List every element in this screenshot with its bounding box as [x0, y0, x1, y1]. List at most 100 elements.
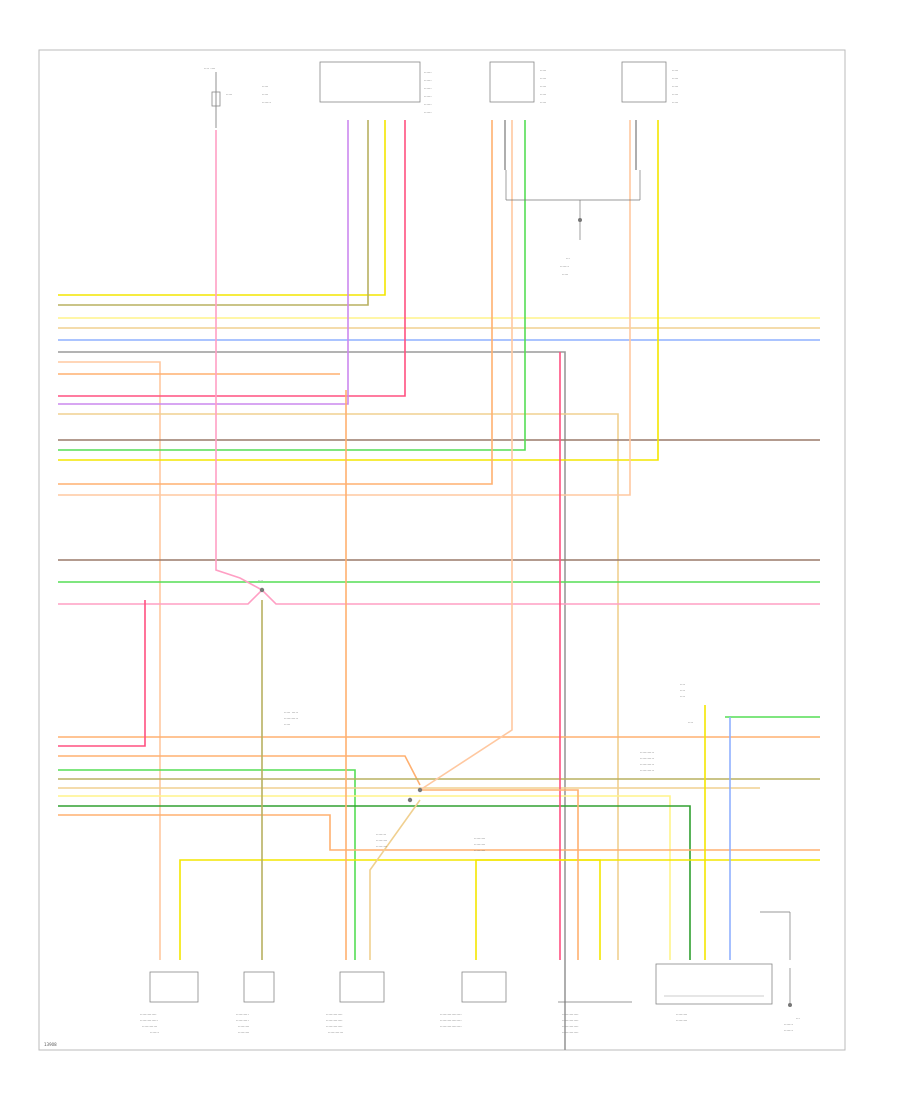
- splice-labels: ···· ····· ····· ··········· ····· ·····…: [258, 578, 693, 853]
- svg-text:·····: ·····: [540, 84, 546, 89]
- wire-gray-5: [58, 351, 566, 1050]
- svg-text:·········: ·········: [474, 836, 485, 841]
- svg-text:··········: ··········: [236, 1018, 249, 1023]
- svg-text:············: ············: [142, 1024, 157, 1029]
- svg-text:·····: ·····: [562, 272, 568, 277]
- right-injector-block: ····· ····· ····· ····· ·····: [621, 61, 678, 105]
- wire-orange-39: [420, 789, 579, 960]
- svg-text:·····: ·····: [262, 84, 268, 89]
- wire-red-21: [58, 600, 146, 747]
- svg-text:···: ···: [796, 1016, 800, 1021]
- svg-text:·············: ·············: [326, 1012, 343, 1017]
- svg-text:·····: ·····: [672, 68, 678, 73]
- svg-text:·····: ·····: [672, 92, 678, 97]
- svg-text:·······: ·······: [560, 264, 569, 269]
- top-connector-block: ······ ······ ······ ······ ······ ·····…: [319, 61, 432, 115]
- splice-dot-1: [417, 787, 423, 793]
- svg-text:···········: ···········: [284, 716, 298, 721]
- svg-text:·········: ·········: [376, 838, 387, 843]
- svg-text:·············: ·············: [562, 1030, 579, 1035]
- svg-text:····: ····: [258, 578, 263, 583]
- svg-text:·····: ·····: [540, 100, 546, 105]
- svg-text:·····: ·····: [226, 92, 232, 97]
- svg-text:·······: ·······: [784, 1028, 793, 1033]
- svg-text:·················: ·················: [440, 1012, 462, 1017]
- svg-text:·················: ·················: [440, 1024, 462, 1029]
- fuel-pump-module: ········· ·········: [655, 963, 773, 1023]
- svg-text:·············: ·············: [326, 1018, 343, 1023]
- svg-text:·········: ·········: [238, 1024, 249, 1029]
- wire-violet-9: [58, 120, 349, 405]
- svg-text:·····: ·····: [540, 76, 546, 81]
- svg-text:····: ····: [680, 688, 685, 693]
- svg-text:·····: ·····: [672, 84, 678, 89]
- svg-text:······: ······: [424, 86, 432, 91]
- svg-text:···········: ···········: [640, 768, 654, 773]
- wire-peach-6: [58, 361, 161, 960]
- ground-splice-top: ··· ······· ·····: [505, 170, 641, 277]
- svg-text:·····: ·····: [672, 100, 678, 105]
- wire-peach-34: [419, 120, 513, 791]
- svg-text:···· ····: ···· ····: [204, 66, 215, 71]
- svg-text:········: ········: [376, 832, 386, 837]
- svg-text:·············: ·············: [562, 1012, 579, 1017]
- svg-text:·······: ·······: [262, 100, 271, 105]
- svg-text:····· ·····: ····· ·····: [284, 710, 298, 715]
- wire-orange-14: [58, 120, 493, 485]
- svg-text:·············: ·············: [562, 1024, 579, 1029]
- wire-pink-18: [58, 588, 820, 605]
- svg-text:·············: ·············: [140, 1012, 157, 1017]
- svg-text:······: ······: [424, 70, 432, 75]
- svg-text:···: ···: [566, 256, 570, 261]
- wire-tan-38: [369, 799, 421, 960]
- svg-text:···········: ···········: [640, 762, 654, 767]
- svg-text:·····: ·····: [672, 76, 678, 81]
- wire-dk_green-27: [58, 805, 691, 960]
- bottom-sensor-1: ············· ·············· ···········…: [140, 971, 199, 1035]
- svg-text:··········: ··········: [236, 1012, 249, 1017]
- svg-text:······: ······: [424, 94, 432, 99]
- bottom-sensor-4: ················· ················· ····…: [440, 971, 507, 1029]
- fuse-component: ···· ···· ····· ····· ····· ·······: [204, 66, 271, 128]
- svg-text:·············: ·············: [562, 1018, 579, 1023]
- diagram-frame: [38, 49, 846, 1051]
- svg-text:···········: ···········: [640, 756, 654, 761]
- svg-text:····: ····: [680, 682, 685, 687]
- svg-text:····: ····: [680, 694, 685, 699]
- splice-dot-2: [407, 797, 413, 803]
- svg-text:·············: ·············: [326, 1024, 343, 1029]
- wire-green-12: [58, 120, 526, 451]
- wires-group: [58, 120, 820, 1050]
- svg-text:·······: ·······: [784, 1022, 793, 1027]
- wire-yellow-0: [58, 120, 386, 296]
- svg-text:·····: ·····: [540, 92, 546, 97]
- wire-orange-28: [58, 814, 820, 851]
- svg-text:·········: ·········: [474, 842, 485, 847]
- wire-olive-1: [58, 120, 369, 306]
- footer-code: 13908: [44, 1042, 57, 1047]
- svg-text:·········: ·········: [238, 1030, 249, 1035]
- wire-yellow-29: [179, 859, 820, 960]
- wire-orange-22: [58, 755, 421, 786]
- svg-text:············: ············: [328, 1030, 343, 1035]
- wire-yellow-13: [58, 120, 659, 461]
- bottom-module-5: ············· ············· ············…: [558, 1001, 632, 1035]
- svg-text:·········: ·········: [474, 848, 485, 853]
- svg-text:·····: ·····: [284, 722, 290, 727]
- wire-yellow-37: [475, 859, 601, 960]
- left-injector-block: ····· ····· ····· ····· ·····: [489, 61, 546, 105]
- ground-bottom-right: ··· ······· ·······: [760, 911, 800, 1033]
- svg-text:·················: ·················: [440, 1018, 462, 1023]
- svg-text:······: ······: [424, 110, 432, 115]
- wire-green-23: [58, 769, 356, 960]
- svg-text:·········: ·········: [376, 844, 387, 849]
- wire-peach-15: [58, 120, 631, 496]
- svg-text:···········: ···········: [640, 750, 654, 755]
- bottom-sensor-3: ············· ············· ············…: [326, 971, 385, 1035]
- bottom-sensor-2: ·········· ·········· ········· ········…: [236, 971, 275, 1035]
- svg-text:·········: ·········: [676, 1012, 687, 1017]
- svg-text:······: ······: [424, 102, 432, 107]
- svg-text:······: ······: [424, 78, 432, 83]
